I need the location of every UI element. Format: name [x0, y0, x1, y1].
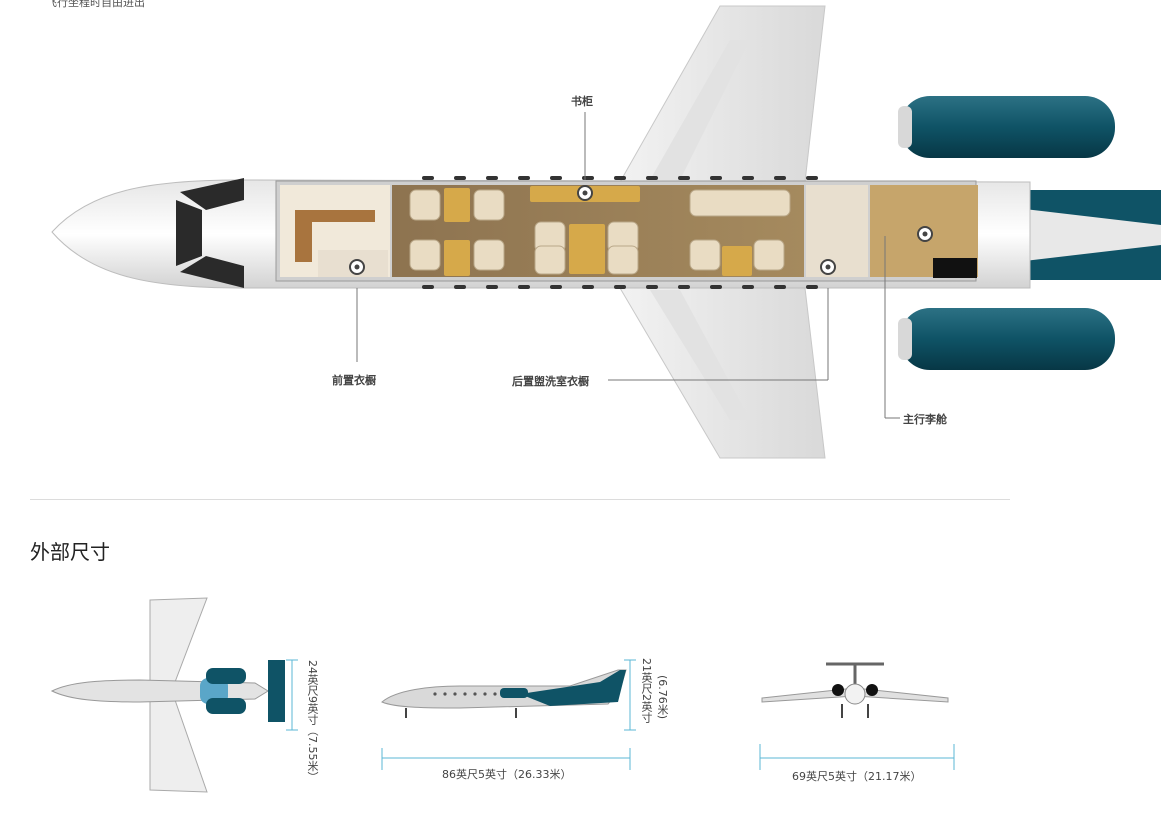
top-view-aircraft [50, 597, 285, 793]
callout-front-wardrobe: 前置衣橱 [332, 374, 376, 387]
length-dimension: 86英尺5英寸（26.33米） [442, 768, 572, 781]
height-metric-dimension: (6.76米) [656, 675, 669, 720]
section-divider [30, 499, 1010, 500]
tail-span-dimension: 69英尺5英寸（21.17米） [792, 770, 922, 783]
callout-rear-lav-wardrobe: 后置盥洗室衣橱 [512, 375, 589, 388]
floorplan-illustration [51, 5, 1161, 459]
section-title: 外部尺寸 [30, 540, 110, 564]
exterior-views-illustration [50, 597, 955, 793]
height-dimension: 21英尺2英寸 [640, 658, 653, 723]
callout-main-baggage: 主行李舱 [903, 413, 947, 426]
wingspan-dimension: 24英尺9英寸（7.55米） [306, 660, 319, 783]
callout-bookcase: 书柜 [571, 95, 593, 108]
info-dot-icon [349, 185, 933, 275]
top-caption: 飞行坐程时自由进出 [46, 0, 145, 9]
side-view-aircraft [381, 669, 627, 718]
front-view-aircraft [761, 662, 949, 718]
cabin-floorplan: 书柜 前置衣橱 后置盥洗室衣橱 主行李舱 [30, 0, 1161, 460]
exterior-views: 24英尺9英寸（7.55米） 21英尺2英寸 (6.76米) 86英尺5英寸（2… [30, 590, 1030, 810]
